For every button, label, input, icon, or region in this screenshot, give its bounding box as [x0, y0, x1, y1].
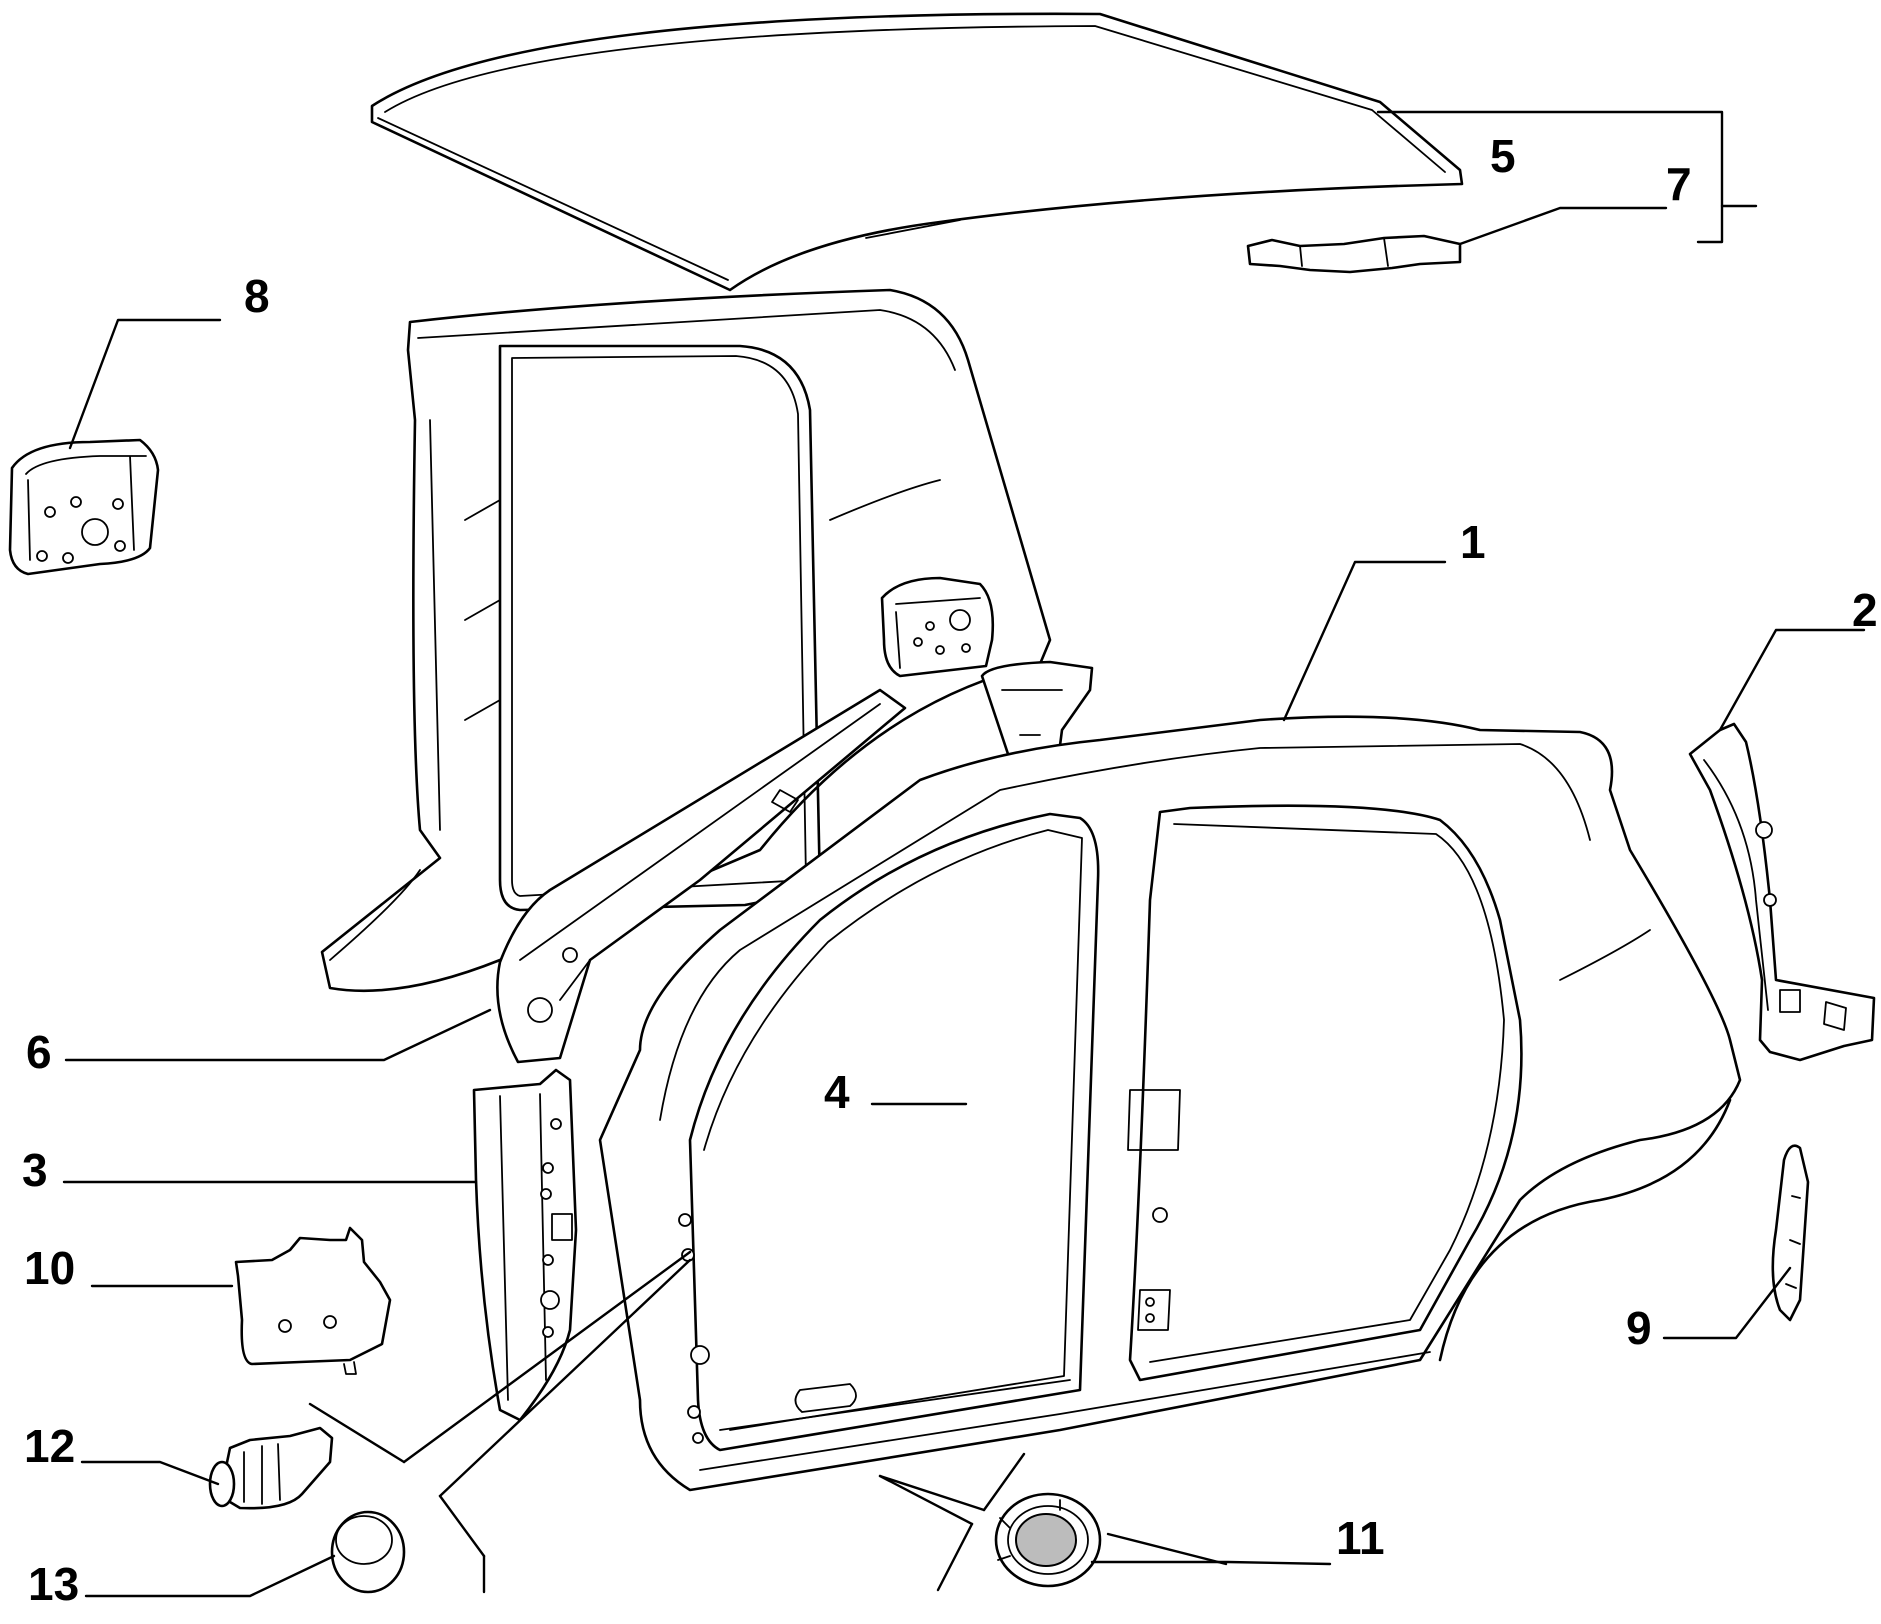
hinge-bracket: [234, 1226, 392, 1375]
callout-5: 5: [1490, 130, 1516, 182]
callout-labels: 5 7 8 1 2 4 6 3 10 9 12 13 11: [22, 130, 1878, 1610]
callout-6: 6: [26, 1026, 52, 1078]
roof-rail-reinforcement: [496, 688, 907, 1064]
callout-3: 3: [22, 1144, 48, 1196]
fuel-flap: [8, 438, 160, 576]
trim-bracket: [1771, 1144, 1810, 1322]
leader-lines: [62, 110, 1866, 1598]
a-pillar-reinforcement: [472, 1068, 578, 1422]
callout-2: 2: [1852, 584, 1878, 636]
rear-side-panel: [320, 288, 1052, 993]
callout-7: 7: [1666, 158, 1692, 210]
callout-8: 8: [244, 270, 270, 322]
callout-4: 4: [824, 1066, 850, 1118]
roof-panel: [370, 12, 1464, 292]
callout-13: 13: [28, 1558, 79, 1610]
callout-9: 9: [1626, 1302, 1652, 1354]
front-side-panel: [598, 715, 1742, 1492]
callout-12: 12: [24, 1420, 75, 1472]
push-clip: [208, 1426, 334, 1510]
callout-11: 11: [1336, 1512, 1385, 1564]
roof-bracket: [1246, 234, 1462, 274]
fuel-pocket: [880, 576, 995, 678]
plug-cap: [330, 1510, 406, 1594]
callout-1: 1: [1460, 516, 1486, 568]
grommet: [994, 1492, 1102, 1588]
callout-10: 10: [24, 1242, 75, 1294]
c-pillar-reinforcement: [1688, 722, 1876, 1062]
